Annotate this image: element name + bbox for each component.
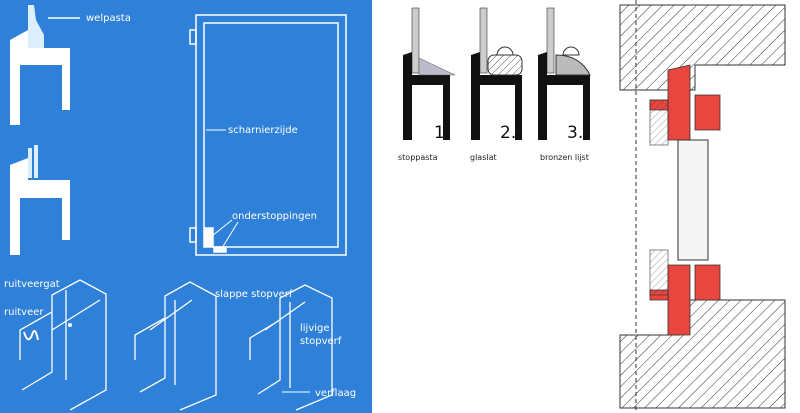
label-welpasta: welpasta (86, 13, 131, 24)
step-number-1: 1. (434, 123, 450, 143)
caption-bronzen-lijst: bronzen lijst (540, 153, 589, 162)
right-panel (600, 0, 800, 413)
label-verflaag: verflaag (315, 388, 356, 399)
onderstoppingen-leader (221, 221, 239, 249)
isometric-sections (19, 279, 333, 411)
sealant-lower (649, 249, 669, 296)
middle-panel: 1. 2. 3. stoppasta glaslat bronzen lijst (372, 0, 600, 413)
label-ruitveergat: ruitveergat (4, 279, 60, 290)
blue-panel: welpasta scharnierzijde onderstoppingen … (0, 0, 372, 413)
caption-stoppasta: stoppasta (398, 153, 438, 162)
window-sash-outline (189, 14, 347, 256)
sealant-upper (649, 99, 669, 146)
label-stopverf: stopverf (300, 336, 342, 347)
label-lijvige: lijvige (300, 323, 330, 334)
ruitveer-icon (23, 330, 39, 341)
upper-wall-section (619, 4, 786, 91)
step-number-3: 3. (567, 123, 583, 143)
frame-profile-shimmed (10, 145, 70, 255)
label-slappe-stopverf: slappe stopverf (215, 289, 293, 300)
label-onderstoppingen: onderstoppingen (232, 211, 317, 222)
label-ruitveer: ruitveer (4, 307, 44, 318)
ruitveergat-hole (68, 323, 72, 327)
step-number-2: 2. (500, 123, 516, 143)
caption-glaslat: glaslat (470, 153, 497, 162)
onderstoppingen-leader (211, 219, 233, 237)
glass-pane (677, 139, 709, 261)
label-scharnierzijde: scharnierzijde (228, 125, 298, 136)
section-3 (538, 7, 591, 140)
frame-profile-welpasta (10, 5, 70, 125)
section-2 (471, 7, 523, 140)
section-1 (403, 7, 456, 140)
